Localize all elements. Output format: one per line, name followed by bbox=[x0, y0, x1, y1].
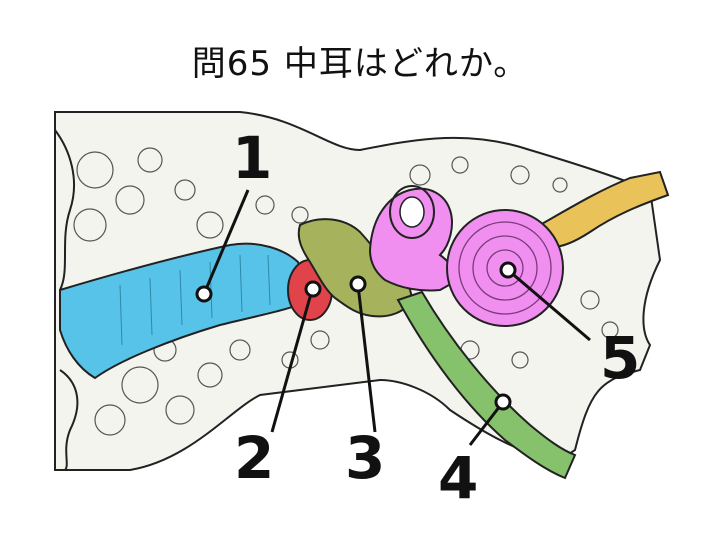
external-ear-canal bbox=[59, 242, 312, 380]
question-title: 問65 中耳はどれか。 bbox=[191, 44, 529, 84]
callout-line-4 bbox=[468, 401, 505, 446]
callout-number-5: 5 bbox=[600, 324, 640, 392]
callout-number-4: 4 bbox=[438, 444, 478, 512]
callout-number-1: 1 bbox=[232, 124, 272, 192]
callout-line-3 bbox=[356, 284, 377, 433]
callout-line-1 bbox=[202, 189, 250, 295]
callout-number-3: 3 bbox=[345, 424, 385, 492]
callout-line-2 bbox=[270, 289, 314, 433]
callout-dot-3 bbox=[349, 275, 367, 293]
eustachian-tube bbox=[396, 290, 577, 480]
auditory-nerve bbox=[538, 170, 670, 248]
middle-ear-ossicles bbox=[297, 218, 414, 318]
callout-dot-5 bbox=[499, 261, 517, 279]
callout-dot-4 bbox=[494, 393, 512, 411]
callout-line-5 bbox=[507, 268, 591, 342]
callout-number-2: 2 bbox=[234, 424, 274, 492]
callout-dot-2 bbox=[304, 280, 322, 298]
callout-dot-1 bbox=[195, 285, 213, 303]
